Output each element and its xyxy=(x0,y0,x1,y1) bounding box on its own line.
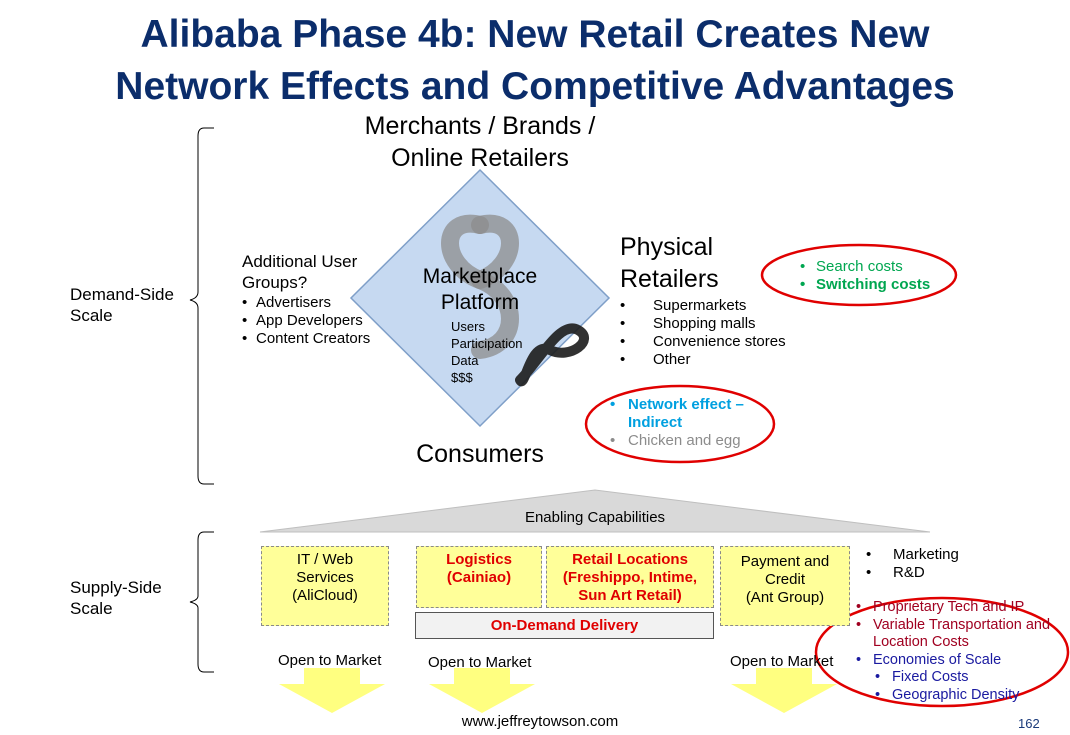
box-line: Retail Locations xyxy=(572,551,688,568)
it-services-box: IT / Web Services (AliCloud) xyxy=(261,546,389,626)
network-effect-oval xyxy=(584,384,776,464)
list-item: Advertisers xyxy=(242,294,370,312)
chicken-egg-item: Chicken and egg xyxy=(610,432,744,450)
retail-locations-box: Retail Locations (Freshippo, Intime, Sun… xyxy=(546,546,714,608)
enabling-capabilities-label: Enabling Capabilities xyxy=(524,509,666,526)
demand-side-line-1: Demand-Side xyxy=(70,285,174,304)
open-market-arrow-2 xyxy=(429,668,535,713)
page-title-line-1: Alibaba Phase 4b: New Retail Creates New xyxy=(140,13,930,56)
on-demand-delivery-bar: On-Demand Delivery xyxy=(415,612,714,639)
list-item: Convenience stores xyxy=(620,333,786,351)
advantages-list: •Proprietary Tech and IP •Variable Trans… xyxy=(856,599,1050,704)
list-item: Supermarkets xyxy=(620,297,786,315)
list-item: Shopping malls xyxy=(620,315,786,333)
list-item: Marketing xyxy=(866,546,959,564)
platform-items: Users Participation Data $$$ xyxy=(451,318,523,386)
economies-of-scale-item: •Economies of Scale xyxy=(856,651,1002,668)
search-costs-list: Search costs Switching costs xyxy=(800,258,930,294)
logistics-box: Logistics (Cainiao) xyxy=(416,546,542,608)
box-line: Payment and xyxy=(740,553,830,570)
search-costs-oval xyxy=(760,243,958,307)
supply-side-line-2: Scale xyxy=(70,599,113,618)
box-line: Credit xyxy=(764,571,805,588)
open-to-market-label: Open to Market xyxy=(730,653,834,670)
payment-credit-box: Payment and Credit (Ant Group) xyxy=(720,546,850,626)
list-item: App Developers xyxy=(242,312,370,330)
platform-item: $$$ xyxy=(451,370,473,385)
marketplace-diamond xyxy=(349,168,611,428)
box-line: IT / Web xyxy=(296,551,354,568)
footer-url: www.jeffreytowson.com xyxy=(461,713,619,730)
box-line: (Cainiao) xyxy=(446,569,512,586)
infinity-icon xyxy=(441,214,589,387)
open-market-arrow-3 xyxy=(731,668,837,713)
box-line: Services xyxy=(296,569,354,586)
consumers-label: Consumers xyxy=(416,440,544,468)
variable-costs-item: •Variable Transportation and Location Co… xyxy=(856,616,1051,651)
marketing-list: Marketing R&D xyxy=(866,546,959,582)
supply-side-line-1: Supply-Side xyxy=(70,578,162,597)
merchants-line-2: Online Retailers xyxy=(391,144,569,172)
network-effect-list: Network effect – Indirect Chicken and eg… xyxy=(610,396,744,450)
box-line: (Freshippo, Intime, xyxy=(562,569,698,586)
additional-groups-list: Advertisers App Developers Content Creat… xyxy=(242,294,370,348)
merchants-line-1: Merchants / Brands / xyxy=(364,112,596,140)
platform-line-2: Platform xyxy=(440,291,520,314)
open-to-market-label: Open to Market xyxy=(428,654,532,671)
network-effect-line-1: Network effect – xyxy=(628,396,744,413)
demand-side-line-2: Scale xyxy=(70,306,113,325)
supply-side-brace xyxy=(189,531,214,673)
box-line: (AliCloud) xyxy=(292,587,358,604)
list-item: Other xyxy=(620,351,786,369)
platform-item: Users xyxy=(451,319,485,334)
page-title-line-2: Network Effects and Competitive Advantag… xyxy=(115,65,955,108)
demand-side-brace xyxy=(189,127,214,485)
physical-retailers-list: Supermarkets Shopping malls Convenience … xyxy=(620,297,786,369)
enabling-triangle xyxy=(259,489,931,533)
network-effect-line-2: Indirect xyxy=(628,414,683,431)
fixed-costs-item: •Fixed Costs xyxy=(875,669,969,685)
network-effect-item: Network effect – Indirect xyxy=(610,396,744,432)
search-costs-item: Search costs xyxy=(800,258,930,276)
additional-groups-line-1: Additional User xyxy=(242,252,358,271)
additional-groups-line-2: Groups? xyxy=(242,273,308,292)
platform-line-1: Marketplace xyxy=(422,265,538,288)
open-to-market-label: Open to Market xyxy=(278,652,382,669)
open-market-arrow-1 xyxy=(279,668,385,713)
platform-item: Data xyxy=(451,353,479,368)
box-line: Sun Art Retail) xyxy=(578,587,682,604)
physical-retailers-line-2: Retailers xyxy=(620,265,719,293)
list-item: Content Creators xyxy=(242,330,370,348)
geographic-density-item: •Geographic Density xyxy=(875,686,1020,703)
switching-costs-item: Switching costs xyxy=(800,276,930,294)
box-line: Logistics xyxy=(446,551,512,568)
platform-item: Participation xyxy=(451,336,523,351)
advantages-oval xyxy=(814,596,1070,708)
physical-retailers-line-1: Physical xyxy=(620,233,714,261)
list-item: R&D xyxy=(866,564,959,582)
page-number: 162 xyxy=(1018,716,1040,731)
box-line: (Ant Group) xyxy=(745,589,825,606)
proprietary-tech-item: •Proprietary Tech and IP xyxy=(856,599,1025,615)
